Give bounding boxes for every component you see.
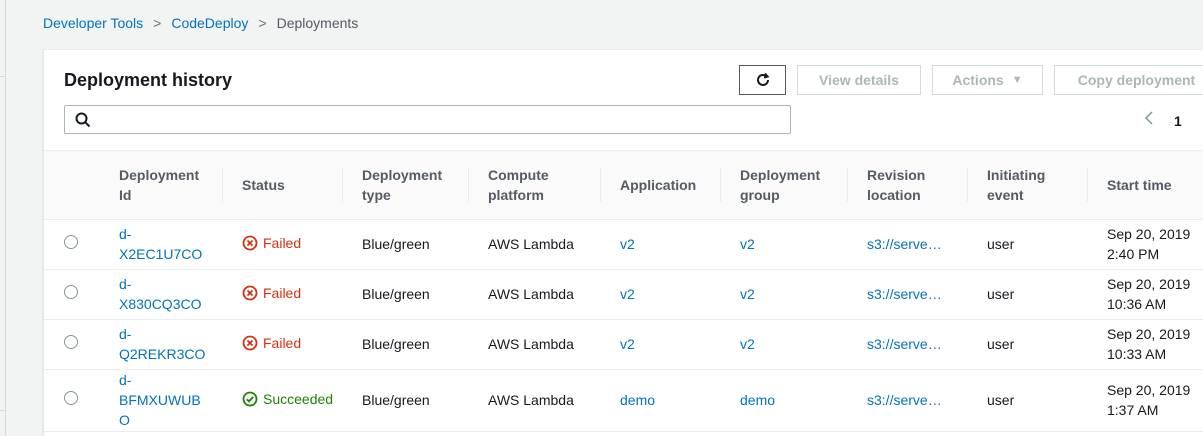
row-select-radio[interactable]: [64, 235, 78, 249]
breadcrumb-separator: >: [153, 15, 162, 31]
table-row[interactable]: d-Q2REKR3CO Failed Blue/green AWS Lambda…: [44, 319, 1203, 370]
status-badge: Failed: [242, 233, 301, 253]
row-select-radio[interactable]: [64, 391, 78, 405]
refresh-icon: [755, 72, 771, 88]
chevron-left-icon[interactable]: [1144, 110, 1154, 131]
error-circle-icon: [242, 285, 258, 301]
actions-dropdown-button[interactable]: Actions ▼: [932, 65, 1043, 95]
pagination: 1: [1144, 110, 1182, 131]
compute-platform-cell: AWS Lambda: [468, 219, 600, 270]
deployment-type-cell: Blue/green: [342, 369, 468, 432]
deployment-group-link[interactable]: demo: [740, 392, 776, 408]
status-badge: Succeeded: [242, 389, 333, 409]
breadcrumb: Developer Tools > CodeDeploy > Deploymen…: [43, 15, 358, 31]
deployment-type-cell: Blue/green: [342, 319, 468, 370]
error-circle-icon: [242, 235, 258, 251]
refresh-button[interactable]: [739, 65, 786, 95]
status-badge: Failed: [242, 333, 301, 353]
breadcrumb-codedeploy[interactable]: CodeDeploy: [171, 15, 249, 31]
application-link[interactable]: v2: [620, 336, 635, 352]
column-header-application[interactable]: Application: [600, 151, 720, 220]
status-badge: Failed: [242, 283, 301, 303]
application-link[interactable]: v2: [620, 236, 635, 252]
deployment-id-link[interactable]: d-X2EC1U7CO: [119, 226, 203, 262]
search-field[interactable]: [64, 105, 791, 134]
search-icon: [75, 112, 91, 133]
actions-label: Actions: [952, 72, 1004, 88]
row-select-radio[interactable]: [64, 335, 78, 349]
error-circle-icon: [242, 335, 258, 351]
breadcrumb-separator: >: [258, 15, 267, 31]
column-header-status[interactable]: Status: [222, 151, 342, 220]
success-circle-icon: [242, 391, 258, 407]
deployment-group-link[interactable]: v2: [740, 236, 755, 252]
view-details-button[interactable]: View details: [797, 65, 921, 95]
revision-location-link[interactable]: s3://serve…: [867, 392, 942, 408]
breadcrumb-current: Deployments: [276, 15, 359, 31]
panel-title: Deployment history: [64, 70, 233, 90]
initiating-event-cell: user: [967, 219, 1087, 270]
application-link[interactable]: demo: [620, 392, 656, 408]
deployment-type-cell: Blue/green: [342, 219, 468, 270]
revision-location-link[interactable]: s3://serve…: [867, 336, 942, 352]
column-header-start-time[interactable]: Start time: [1087, 151, 1203, 220]
compute-platform-cell: AWS Lambda: [468, 269, 600, 320]
caret-down-icon: ▼: [1011, 74, 1023, 86]
deployment-id-link[interactable]: d-Q2REKR3CO: [119, 326, 206, 362]
revision-location-link[interactable]: s3://serve…: [867, 236, 942, 252]
current-page-number[interactable]: 1: [1174, 112, 1182, 129]
search-input[interactable]: [97, 109, 777, 130]
deployment-group-link[interactable]: v2: [740, 286, 755, 302]
application-link[interactable]: v2: [620, 286, 635, 302]
initiating-event-cell: user: [967, 319, 1087, 370]
app-sidebar-edge: [0, 0, 6, 436]
row-select-radio[interactable]: [64, 285, 78, 299]
revision-location-link[interactable]: s3://serve…: [867, 286, 942, 302]
select-column-header: [44, 151, 99, 220]
deployment-id-link[interactable]: d-X830CQ3CO: [119, 276, 202, 312]
initiating-event-cell: user: [967, 369, 1087, 432]
breadcrumb-developer-tools[interactable]: Developer Tools: [43, 15, 144, 31]
initiating-event-cell: user: [967, 269, 1087, 320]
deployment-history-panel: Deployment history View details Actions …: [43, 49, 1203, 436]
deployment-group-link[interactable]: v2: [740, 336, 755, 352]
deployment-type-cell: Blue/green: [342, 269, 468, 320]
compute-platform-cell: AWS Lambda: [468, 319, 600, 370]
table-row[interactable]: d-X2EC1U7CO Failed Blue/green AWS Lambda…: [44, 219, 1203, 270]
copy-deployment-button[interactable]: Copy deployment: [1054, 65, 1203, 95]
compute-platform-cell: AWS Lambda: [468, 369, 600, 432]
table-row[interactable]: d-X830CQ3CO Failed Blue/green AWS Lambda…: [44, 269, 1203, 320]
